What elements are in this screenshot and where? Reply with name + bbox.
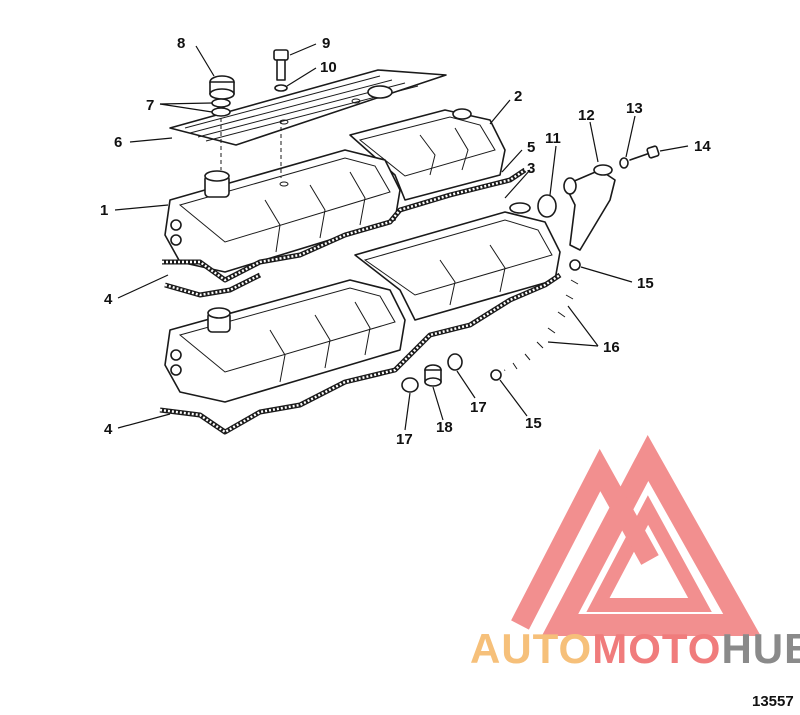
- callout-2: 2: [514, 88, 522, 105]
- fitting-18: [424, 364, 442, 387]
- automotohub-watermark: [511, 435, 761, 636]
- callout-15-lower: 15: [525, 415, 542, 432]
- svg-text:AUTOMOTOHUB: AUTOMOTOHUB: [470, 625, 800, 672]
- hose-clamp-upper: [569, 259, 581, 271]
- watermark-wordmark: AUTOMOTOHUB: [470, 625, 800, 672]
- callout-3: 3: [527, 160, 535, 177]
- callout-4-upper: 4: [104, 291, 113, 308]
- cover-plate: [169, 69, 447, 146]
- filler-cap: [209, 75, 235, 100]
- callout-14: 14: [694, 138, 711, 155]
- callout-11: 11: [545, 130, 561, 147]
- o-ring-11: [537, 194, 557, 218]
- breather-housing: [563, 164, 616, 251]
- watermark-triangle-outer: [541, 435, 761, 636]
- valve-cover-upper-rear: [349, 108, 506, 201]
- washer: [274, 84, 288, 92]
- o-ring-17-right: [447, 353, 463, 371]
- watermark-word-hub: HUB: [721, 625, 800, 672]
- callout-10: 10: [320, 59, 337, 76]
- callout-7: 7: [146, 97, 154, 114]
- seal-washers: [211, 98, 231, 117]
- callout-13: 13: [626, 100, 643, 117]
- callout-17-left: 17: [396, 431, 413, 448]
- valve-cover-lower-rear: [354, 202, 561, 321]
- callout-9: 9: [322, 35, 330, 52]
- watermark-word-auto: AUTO: [470, 625, 592, 672]
- callout-17-right: 17: [470, 399, 487, 416]
- figure-number: 13557: [752, 693, 794, 710]
- callout-6: 6: [114, 134, 122, 151]
- watermark-m-stroke: [511, 448, 659, 630]
- bolt-14: [629, 145, 660, 161]
- gasket-lower: [159, 272, 562, 435]
- valve-cover-lower-front: [164, 279, 406, 403]
- o-ring-17-left: [401, 377, 419, 393]
- leader-lines: [114, 43, 689, 431]
- callout-8: 8: [177, 35, 185, 52]
- hose-clamp-lower: [490, 369, 502, 381]
- washer-13: [619, 157, 629, 169]
- callout-12: 12: [578, 107, 595, 124]
- watermark-word-moto: MOTO: [592, 625, 721, 672]
- callout-16: 16: [603, 339, 620, 356]
- bolt: [273, 49, 289, 81]
- callout-4-lower: 4: [104, 421, 113, 438]
- watermark-triangle-inner: [586, 495, 712, 612]
- gasket-upper: [162, 167, 527, 298]
- valve-cover-upper-front: [164, 149, 401, 273]
- callout-15-upper: 15: [637, 275, 654, 292]
- callout-18: 18: [436, 419, 453, 436]
- callout-1: 1: [100, 202, 108, 219]
- breather-hose: [503, 267, 579, 373]
- callout-5: 5: [527, 139, 535, 156]
